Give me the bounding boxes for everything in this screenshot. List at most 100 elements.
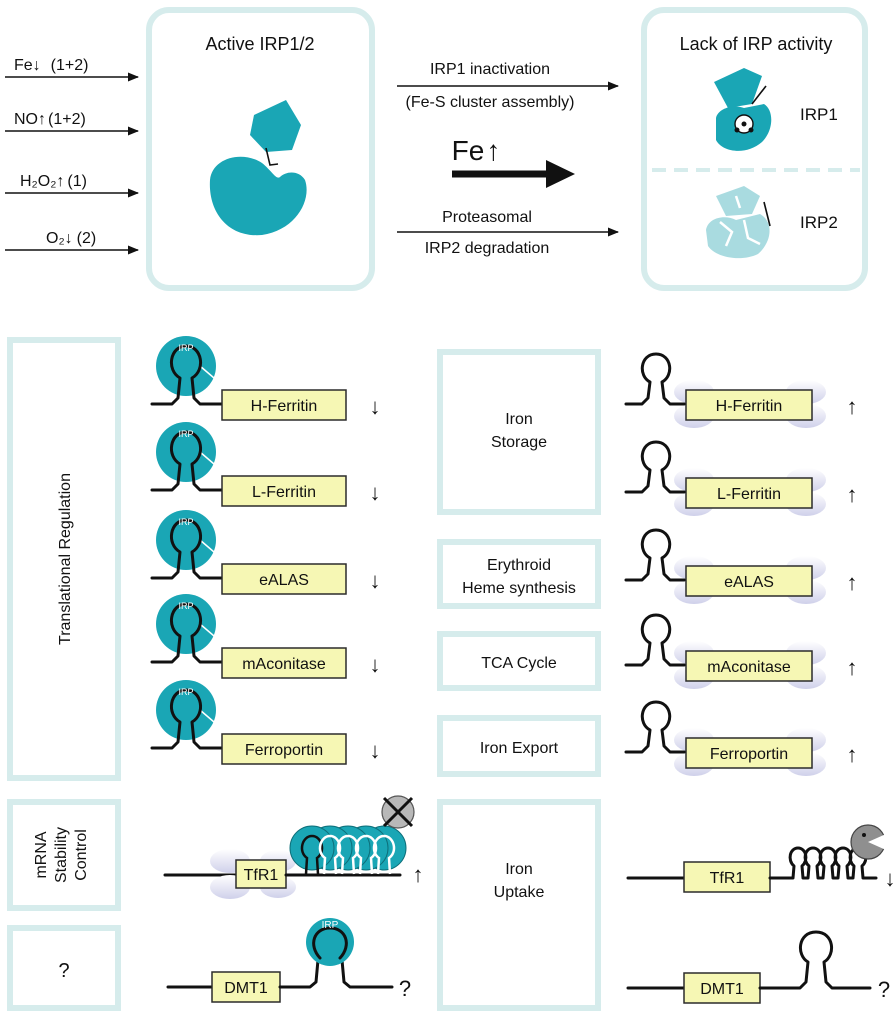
dmt1-left-question: ? <box>399 976 411 1001</box>
irp1-fe-s-icon <box>714 68 772 151</box>
heme-synthesis-label: Heme synthesis <box>462 580 576 597</box>
irp-protein-icon <box>156 510 216 570</box>
irp-badge: IRP <box>178 601 193 611</box>
tfr1-down-arrow: ↓ <box>885 866 895 891</box>
inactive-irp-title: Lack of IRP activity <box>680 34 833 54</box>
signal-o2: O₂↓(2) <box>5 230 140 255</box>
irp-badge: IRP <box>178 517 193 527</box>
mrna-stability-label: mRNA Stability Control <box>33 827 90 883</box>
active-irp-protein-icon <box>209 100 307 236</box>
down-arrow: ↓ <box>370 738 381 763</box>
irp-protein-icon <box>289 825 335 871</box>
gene-label-ferroportin-right: Ferroportin <box>710 746 788 763</box>
down-arrow: ↓ <box>370 652 381 677</box>
irp-protein-icon <box>156 336 216 396</box>
translational-regulation-panel <box>7 337 121 781</box>
translational-regulation-label: Translational Regulation <box>57 473 74 645</box>
free-ire-stack <box>788 846 878 880</box>
inactive-irp-panel <box>641 7 868 291</box>
gene-label-tfr1: TfR1 <box>244 867 279 884</box>
svg-text:IRP1 inactivation: IRP1 inactivation <box>430 61 550 78</box>
up-arrow: ↑ <box>847 394 858 419</box>
translated-row-ealas: eALAS ↑ <box>624 528 858 604</box>
tca-cycle-label: TCA Cycle <box>481 655 557 672</box>
tfr1-up-arrow: ↑ <box>413 862 424 887</box>
gene-label-h_ferritin-right: H-Ferritin <box>716 398 783 415</box>
dmt1-right-question: ? <box>878 977 890 1002</box>
translated-row-maconitase: mAconitase ↑ <box>624 613 858 689</box>
svg-text:Control: Control <box>73 829 90 881</box>
svg-text:NO↑(1+2): NO↑(1+2) <box>14 111 86 128</box>
erythroid-panel <box>437 539 601 609</box>
svg-text:Stability: Stability <box>53 827 70 883</box>
gene-box-tfr1-right <box>683 861 771 893</box>
svg-text:mRNA: mRNA <box>33 831 50 878</box>
up-arrow: ↑ <box>847 482 858 507</box>
down-arrow: ↓ <box>370 480 381 505</box>
gene-box-ealas <box>221 563 347 595</box>
irp-repressed-row-ealas: IRP eALAS ↓ <box>150 510 381 595</box>
gene-box-ealas-right <box>685 565 813 597</box>
gene-box-tfr1 <box>235 859 287 889</box>
gene-box-h_ferritin-right <box>685 389 813 421</box>
irp2-degradation: Proteasomal IRP2 degradation <box>397 209 620 257</box>
gene-box-ferroportin-right <box>685 737 813 769</box>
gene-box-maconitase <box>221 647 347 679</box>
svg-text:O₂↓(2): O₂↓(2) <box>46 230 96 247</box>
irp2-label: IRP2 <box>800 213 838 232</box>
down-arrow: ↓ <box>370 568 381 593</box>
svg-text:Proteasomal: Proteasomal <box>442 209 532 226</box>
irp1-inactivation: IRP1 inactivation (Fe-S cluster assembly… <box>397 61 620 111</box>
gene-label-tfr1-right: TfR1 <box>710 870 745 887</box>
tfr1-degraded-mrna: TfR1 <box>626 861 792 893</box>
gene-box-maconitase-right <box>685 650 813 682</box>
gene-label-ealas: eALAS <box>259 572 309 589</box>
fe-increase-arrow: Fe↑ <box>452 135 575 188</box>
blocked-nuclease-icon <box>381 795 415 829</box>
gene-box-dmt1 <box>211 971 281 1003</box>
irp-protein-icon <box>156 422 216 482</box>
iron-export-panel <box>437 715 601 777</box>
iron-uptake-label: Iron <box>505 861 533 878</box>
gene-box-h_ferritin <box>221 389 347 421</box>
translated-row-ferroportin: Ferroportin ↑ <box>624 700 858 776</box>
translated-row-h_ferritin: H-Ferritin ↑ <box>624 352 858 428</box>
gene-label-maconitase-right: mAconitase <box>707 659 791 676</box>
svg-text:IRP2 degradation: IRP2 degradation <box>425 240 550 257</box>
mrna-stability-panel <box>7 799 121 911</box>
unknown-mechanism-panel <box>7 925 121 1011</box>
signal-no: NO↑(1+2) <box>5 111 140 136</box>
irp-badge: IRP <box>178 687 193 697</box>
gene-label-l_ferritin-right: L-Ferritin <box>717 486 781 503</box>
translated-row-l_ferritin: L-Ferritin ↑ <box>624 440 858 516</box>
gene-label-ealas-right: eALAS <box>724 574 774 591</box>
signal-fe: Fe↓(1+2) <box>5 57 140 82</box>
iron-export-label: Iron Export <box>480 740 559 757</box>
svg-text:Fe↑: Fe↑ <box>452 135 501 166</box>
up-arrow: ↑ <box>847 570 858 595</box>
tfr1-stabilized-mrna: TfR1 <box>163 849 402 899</box>
up-arrow: ↑ <box>847 655 858 680</box>
active-irp-title: Active IRP1/2 <box>205 34 314 54</box>
svg-text:H₂O₂↑(1): H₂O₂↑(1) <box>20 173 87 190</box>
gene-box-ferroportin <box>221 733 347 765</box>
down-arrow: ↓ <box>370 394 381 419</box>
iron-storage-panel <box>437 349 601 515</box>
iron-storage-label-line2: Storage <box>491 434 547 451</box>
iron-uptake-panel <box>437 799 601 1011</box>
gene-label-ferroportin: Ferroportin <box>245 742 323 759</box>
svg-text:(Fe-S cluster assembly): (Fe-S cluster assembly) <box>406 94 575 111</box>
dmt1-free-mrna: DMT1 <box>626 930 872 1004</box>
irp-badge: IRP <box>178 343 193 353</box>
irp-badge: IRP <box>178 429 193 439</box>
active-irp-panel <box>146 7 375 291</box>
irp-protein-icon <box>156 594 216 654</box>
up-arrow: ↑ <box>847 742 858 767</box>
irp-repressed-row-ferroportin: IRP Ferroportin ↓ <box>150 680 381 765</box>
nuclease-icon <box>850 824 886 860</box>
irp-bound-ire-stack <box>289 825 407 875</box>
iron-storage-label: Iron <box>505 411 533 428</box>
